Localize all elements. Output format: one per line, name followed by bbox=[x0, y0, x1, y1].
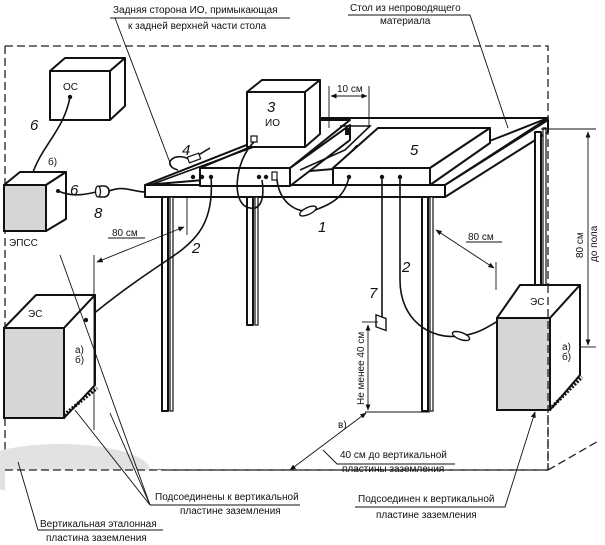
callout-table: Стол из непроводящего материала bbox=[348, 3, 509, 129]
es-left-label: ЭС bbox=[28, 309, 42, 320]
os-label: ОС bbox=[63, 82, 78, 93]
dim-80cm-floor: 80 см до пола bbox=[541, 128, 600, 348]
cable-epss-ferrite bbox=[57, 190, 97, 196]
dim-min-40cm: Не менее 40 см bbox=[356, 321, 430, 413]
svg-text:до пола: до пола bbox=[589, 225, 600, 262]
note-b-left: б) bbox=[75, 354, 84, 366]
cable-2-right bbox=[399, 177, 501, 338]
callout-connected-plural: Подсоединены к вертикальной пластине заз… bbox=[59, 254, 300, 517]
svg-text:80 см: 80 см bbox=[112, 228, 138, 239]
callout-40cm-line1: 40 см до вертикальной bbox=[340, 450, 447, 461]
item-5: 5 bbox=[410, 142, 419, 159]
svg-text:материала: материала bbox=[380, 16, 431, 27]
ferrite-clamp-8 bbox=[94, 185, 110, 198]
callout-connected-single: Подсоединен к вертикальной пластине зазе… bbox=[355, 411, 536, 521]
svg-text:Не менее 40 см: Не менее 40 см bbox=[356, 332, 367, 405]
es-right-label: ЭС bbox=[530, 297, 544, 308]
svg-text:80 см: 80 см bbox=[575, 232, 586, 258]
epss-box: ЭПСС bbox=[3, 171, 67, 249]
svg-text:к задней верхней части стола: к задней верхней части стола bbox=[128, 21, 267, 32]
note-a-left: а) bbox=[75, 345, 84, 356]
item-8: 8 bbox=[94, 205, 103, 222]
svg-text:пластина заземления: пластина заземления bbox=[46, 533, 147, 544]
note-v: в) bbox=[338, 420, 347, 431]
svg-text:пластине заземления: пластине заземления bbox=[376, 510, 477, 521]
es-box-left: ЭС а) б) bbox=[3, 294, 99, 419]
cable-io-loop bbox=[236, 141, 264, 209]
svg-text:Задняя сторона ИО, примыкающая: Задняя сторона ИО, примыкающая bbox=[113, 5, 278, 16]
svg-text:10 см: 10 см bbox=[337, 84, 363, 95]
io-box: 3 ИО bbox=[246, 79, 321, 148]
callout-eut-back: Задняя сторона ИО, примыкающая к задней … bbox=[110, 5, 290, 169]
reference-ground-plane bbox=[0, 45, 601, 500]
item-2a: 2 bbox=[191, 240, 201, 257]
cable-os-epss bbox=[31, 96, 71, 176]
svg-text:Подсоединены к вертикальной: Подсоединены к вертикальной bbox=[155, 492, 299, 503]
note-b-epss: б) bbox=[48, 156, 57, 168]
cable-2-left bbox=[85, 176, 213, 321]
note-a-right: а) bbox=[562, 342, 571, 353]
note-b-right: б) bbox=[562, 351, 571, 363]
dim-80cm-left: 80 см bbox=[93, 197, 188, 430]
cable-ferrite-table bbox=[108, 187, 147, 193]
svg-text:Стол из непроводящего: Стол из непроводящего bbox=[350, 3, 461, 14]
dim-80cm-right: 80 см bbox=[435, 229, 502, 290]
item-3: 3 bbox=[267, 99, 276, 116]
os-box: ОС bbox=[49, 57, 126, 121]
item-6b: 6 bbox=[70, 182, 79, 199]
item-4a: 4 bbox=[182, 142, 190, 159]
callout-40cm-line2: пластины заземления bbox=[342, 464, 444, 475]
epss-label: ЭПСС bbox=[9, 238, 38, 249]
item-1: 1 bbox=[318, 219, 326, 236]
callout-reference-plane: Вертикальная эталонная пластина заземлен… bbox=[17, 461, 163, 544]
io-label: ИО bbox=[265, 118, 280, 129]
item-7: 7 bbox=[369, 285, 378, 302]
svg-text:пластине заземления: пластине заземления bbox=[180, 506, 281, 517]
dim-10cm: 10 см bbox=[328, 84, 370, 128]
svg-text:Подсоединен к вертикальной: Подсоединен к вертикальной bbox=[358, 494, 494, 505]
item-2b: 2 bbox=[401, 259, 411, 276]
dim-40cm-to-plane bbox=[289, 412, 367, 471]
svg-text:80 см: 80 см bbox=[468, 232, 494, 243]
item-6a: 6 bbox=[30, 117, 39, 134]
es-box-right: ЭС а) б) bbox=[496, 284, 584, 411]
svg-text:Вертикальная эталонная: Вертикальная эталонная bbox=[40, 519, 157, 530]
